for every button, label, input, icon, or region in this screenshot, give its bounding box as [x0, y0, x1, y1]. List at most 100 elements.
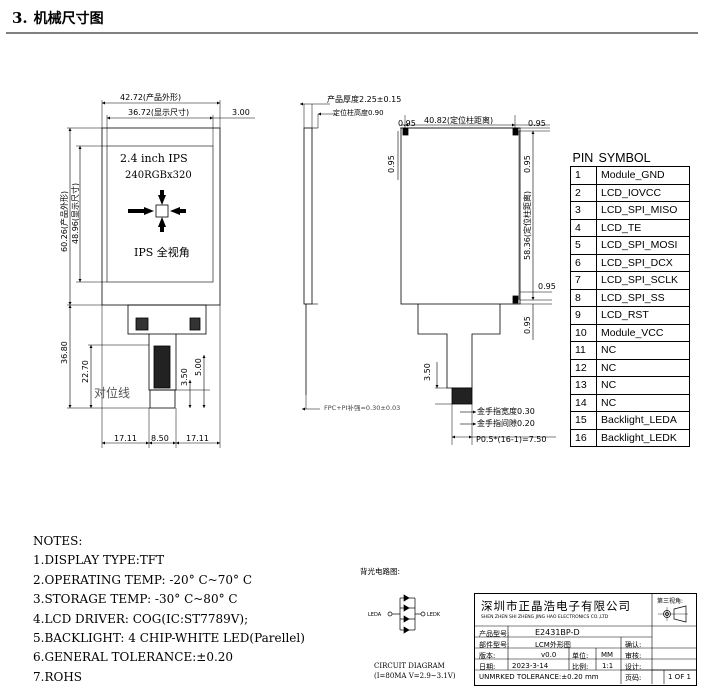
front-active-area [106, 145, 214, 283]
note-item: 2.OPERATING TEMP: -20° C~70° C [33, 572, 253, 587]
dim-pin-vertical: 58.36(定位柱距离) [522, 191, 532, 260]
screen-panel-label: IPS 全视角 [134, 245, 190, 259]
pin-symbol: NC [596, 341, 690, 360]
pin-number: 1 [570, 166, 597, 185]
pin-number: 11 [570, 341, 597, 360]
circuit-label: 背光电路图: [360, 567, 401, 576]
dim-finger-width: 金手指宽度0.30 [477, 406, 535, 416]
pin-number: 4 [570, 218, 597, 237]
pin-number: 16 [570, 428, 597, 447]
audit-label: 审核: [625, 652, 642, 660]
dim-right: 17.11 [186, 434, 209, 443]
page-label: 页码: [625, 674, 642, 682]
backlight-circuit [387, 594, 426, 634]
pin-number: 15 [570, 411, 597, 430]
pin-number: 5 [570, 236, 597, 255]
note-item: 7.ROHS [33, 669, 83, 684]
viewing-angle-arrows-icon [128, 190, 186, 232]
scale-value: 1:1 [602, 662, 614, 670]
design-label: 设计: [625, 663, 642, 671]
confirm-label: 确认: [625, 641, 642, 649]
front-fpc-pad-left [135, 317, 149, 331]
dim-outline-width: 42.72(产品外形) [120, 92, 181, 102]
section-heading: 3.机械尺寸图 [12, 8, 104, 28]
pin-symbol: NC [596, 376, 690, 395]
leda-label: LEDA [368, 612, 382, 618]
pin-number: 9 [570, 306, 597, 325]
front-fpc-pad-right [189, 317, 201, 331]
title-block: 深圳市正晶浩电子有限公司 SHEN ZHEN SHI ZHENG JING HA… [474, 593, 697, 686]
part-label: 产品型号: [479, 630, 510, 638]
notes: NOTES: 1.DISPLAY TYPE:TFT 2.OPERATING TE… [33, 532, 305, 687]
front-fpc-tip [149, 389, 176, 409]
dim-outline-height: 60.26(产品外形) [59, 191, 69, 252]
dim-view-width: 36.72(显示尺寸) [128, 107, 189, 117]
ledk-label: LEDK [427, 612, 441, 618]
note-item: 5.BACKLIGHT: 4 CHIP-WHITE LED(Parellel) [33, 631, 305, 646]
dim-095-top-right: 0.95 [528, 119, 546, 128]
tolerance-text: UNMRKED TOLERANCE:±0.20 mm [479, 673, 599, 681]
pin-symbol: LCD_SPI_MISO [596, 201, 690, 220]
dim-fpc-height: 22.70 [81, 360, 90, 383]
dim-thickness: 产品厚度2.25±0.15 [327, 94, 401, 104]
pin-number: 10 [570, 323, 597, 342]
pin-symbol: Module_GND [596, 166, 690, 185]
side-view [300, 102, 336, 411]
angle-label: 第三视角: [657, 598, 684, 605]
dim-095-right-top: 0.95 [523, 155, 532, 173]
note-item: 6.GENERAL TOLERANCE:±0.20 [33, 650, 234, 665]
scale-label: 比例: [572, 663, 589, 671]
dim-view-height: 48.96(显示尺寸) [70, 183, 80, 244]
circuit-caption: CIRCUIT DIAGRAM (I=80MA V=2.9~3.1V) [374, 661, 456, 681]
pin-number: 8 [570, 288, 597, 307]
pin-symbol: LCD_TE [596, 218, 690, 237]
date-label: 日期: [479, 663, 496, 671]
page-value: 1 OF 1 [668, 673, 691, 681]
company-name-en: SHEN ZHEN SHI ZHENG JING HAO ELECTRONICS… [481, 615, 609, 620]
dim-fpc-stiffener: FPC+PI补强=0.30±0.03 [324, 403, 400, 412]
pin-symbol: LCD_IOVCC [596, 183, 690, 202]
back-view [397, 115, 556, 445]
version-value: v0.0 [541, 651, 557, 659]
drawing-value: LCM外形图 [535, 641, 571, 649]
alignment-label: 对位线 [94, 385, 130, 400]
note-item: 3.STORAGE TEMP: -30° C~80° C [33, 592, 238, 607]
led-3-icon [400, 615, 415, 623]
unit-value: MM [601, 651, 614, 659]
note-item: 4.LCD DRIVER: COG(IC:ST7789V); [33, 611, 249, 626]
third-angle-icon [658, 605, 688, 623]
pin-symbol: LCD_SPI_MOSI [596, 236, 690, 255]
notes-heading: NOTES: [33, 534, 83, 548]
section-number: 3. [12, 9, 28, 27]
back-outline [400, 127, 521, 305]
dim-mid: 8.50 [151, 434, 169, 443]
dim-095-top: 0.95 [398, 119, 416, 128]
dim-left: 17.11 [114, 434, 137, 443]
dim-095-mid-right: 0.95 [538, 282, 556, 291]
pin-number: 14 [570, 393, 597, 412]
version-label: 版本: [479, 652, 496, 660]
back-fpc-fingers [451, 387, 473, 405]
side-view-text: 产品厚度2.25±0.15 定位柱高度0.90 FPC+PI补强=0.30±0.… [324, 94, 401, 412]
pin-number: 12 [570, 358, 597, 377]
ledk-terminal [420, 611, 426, 617]
pin-symbol: Backlight_LEDA [596, 411, 690, 430]
pin-symbol: Module_VCC [596, 323, 690, 342]
circuit-caption-spec: (I=80MA V=2.9~3.1V) [374, 672, 456, 680]
pin-top-right [512, 127, 519, 136]
front-fpc-connector [153, 345, 171, 389]
pin-symbol: NC [596, 393, 690, 412]
pin-symbol: LCD_RST [596, 306, 690, 325]
